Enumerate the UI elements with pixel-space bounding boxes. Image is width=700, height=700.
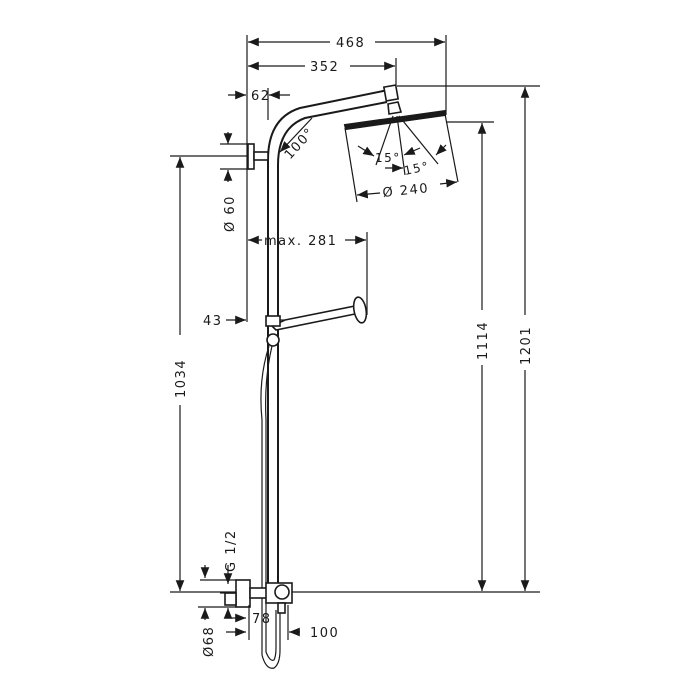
- dimension-468: 468: [248, 36, 445, 51]
- dimension-78: 78: [231, 605, 272, 640]
- dim-diameter-240-label: Ø 240: [382, 181, 430, 201]
- dimension-68: Ø68: [198, 606, 236, 657]
- dimension-1201: 1201: [519, 87, 534, 591]
- dimension-352: 352: [248, 60, 395, 75]
- dimension-g12: G 1/2: [200, 529, 239, 594]
- dim-diameter-68-label: Ø68: [202, 626, 217, 657]
- dim-78-label: 78: [252, 612, 272, 627]
- dimension-240: Ø 240: [356, 178, 458, 201]
- dim-1201-label: 1201: [519, 326, 534, 365]
- dimension-100: 100: [226, 605, 339, 641]
- dim-468-label: 468: [336, 36, 365, 51]
- dim-43-label: 43: [203, 314, 223, 329]
- dimension-1034: 1034: [174, 157, 189, 591]
- arm-angle: 100°: [279, 117, 318, 163]
- dim-1114-label: 1114: [476, 321, 491, 360]
- dim-1034-label: 1034: [174, 359, 189, 398]
- dim-diameter-60-label: Ø 60: [223, 195, 238, 232]
- dim-352-label: 352: [310, 60, 339, 75]
- hand-shower: [265, 296, 368, 347]
- dimension-62: 62: [228, 88, 290, 120]
- riser-pipe: [267, 89, 389, 585]
- head-shower: [343, 84, 459, 203]
- dim-62-label: 62: [251, 89, 271, 104]
- dim-281-label: max. 281: [264, 234, 337, 249]
- spray-angles: 15° 15°: [357, 144, 447, 178]
- reference-lines: [170, 35, 540, 593]
- wall-mount: [247, 143, 269, 170]
- spray-angle-right-label: 15°: [403, 159, 431, 178]
- dimension-281: max. 281: [248, 234, 366, 249]
- dimension-wall-mount: Ø 60: [220, 132, 250, 232]
- spray-angle-left-label: 15°: [375, 151, 401, 165]
- dimension-1114: 1114: [476, 123, 491, 591]
- hose: [260, 345, 281, 669]
- dim-100-label: 100: [310, 626, 339, 641]
- thermostat-mixer: [224, 579, 293, 614]
- thread-label: G 1/2: [224, 529, 239, 572]
